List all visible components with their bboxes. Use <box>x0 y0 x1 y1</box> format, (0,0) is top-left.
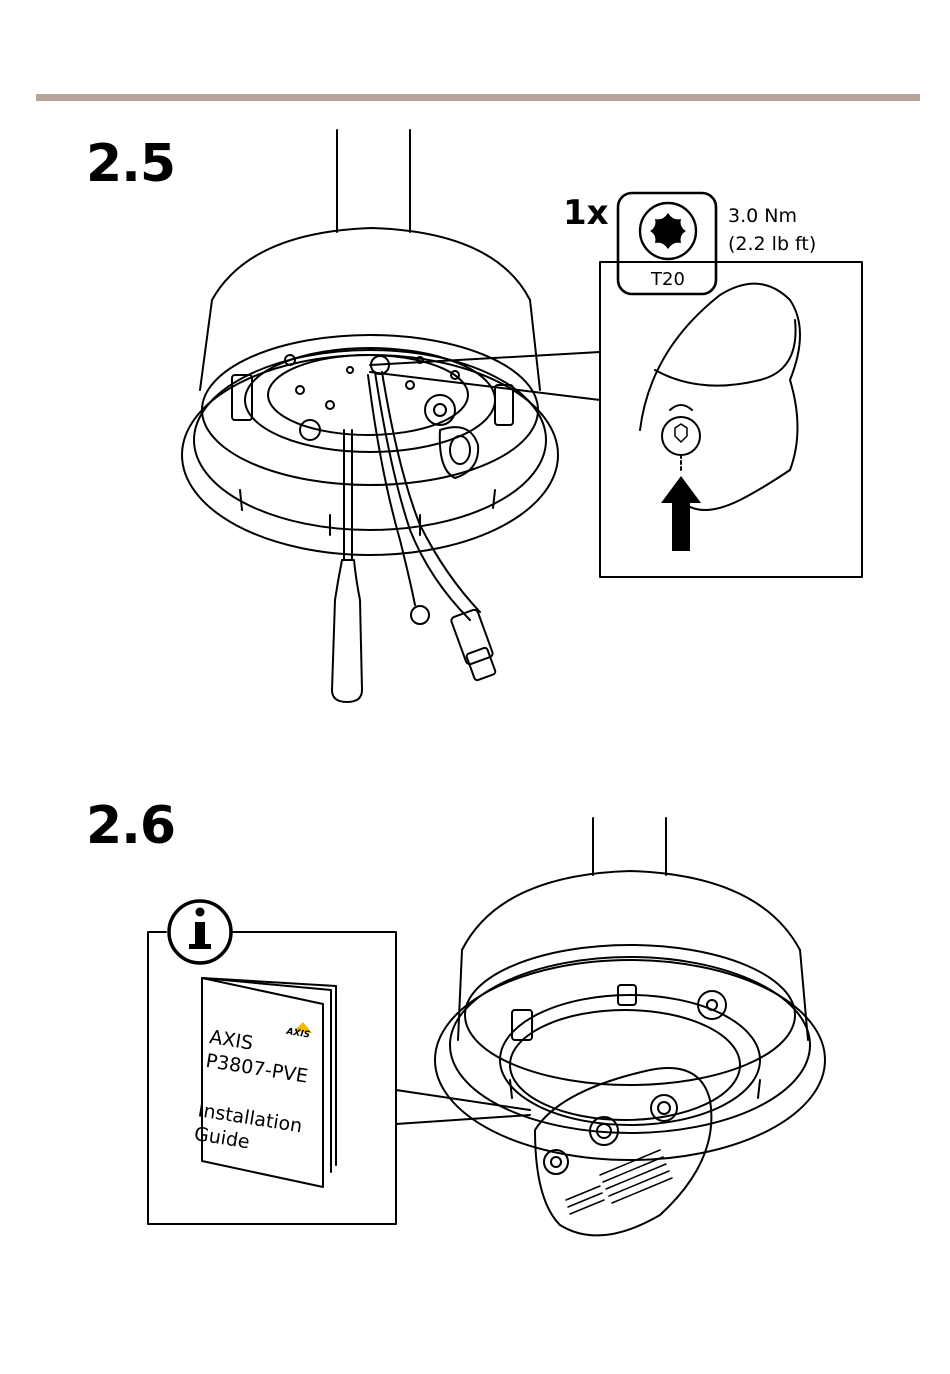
installation-guide-booklet <box>202 978 336 1187</box>
detail-callout-frame <box>370 262 862 577</box>
detail-screw-illustration <box>640 284 800 510</box>
guide-product: P3807-PVE <box>204 1050 309 1088</box>
up-arrow-icon <box>661 476 701 551</box>
dome-housing-illustration <box>182 130 558 555</box>
torx-bit-icon <box>650 213 686 249</box>
quantity-label: 1x <box>563 193 609 233</box>
torque-nm-label: 3.0 Nm <box>728 205 797 227</box>
info-icon <box>169 901 231 963</box>
bit-size-label: T20 <box>650 269 685 290</box>
cable-illustration <box>368 372 496 681</box>
info-callout-frame <box>148 932 530 1224</box>
screwdriver-illustration <box>332 430 362 702</box>
camera-dome-illustration <box>435 818 825 1235</box>
torque-lbft-label: (2.2 lb ft) <box>728 233 816 255</box>
